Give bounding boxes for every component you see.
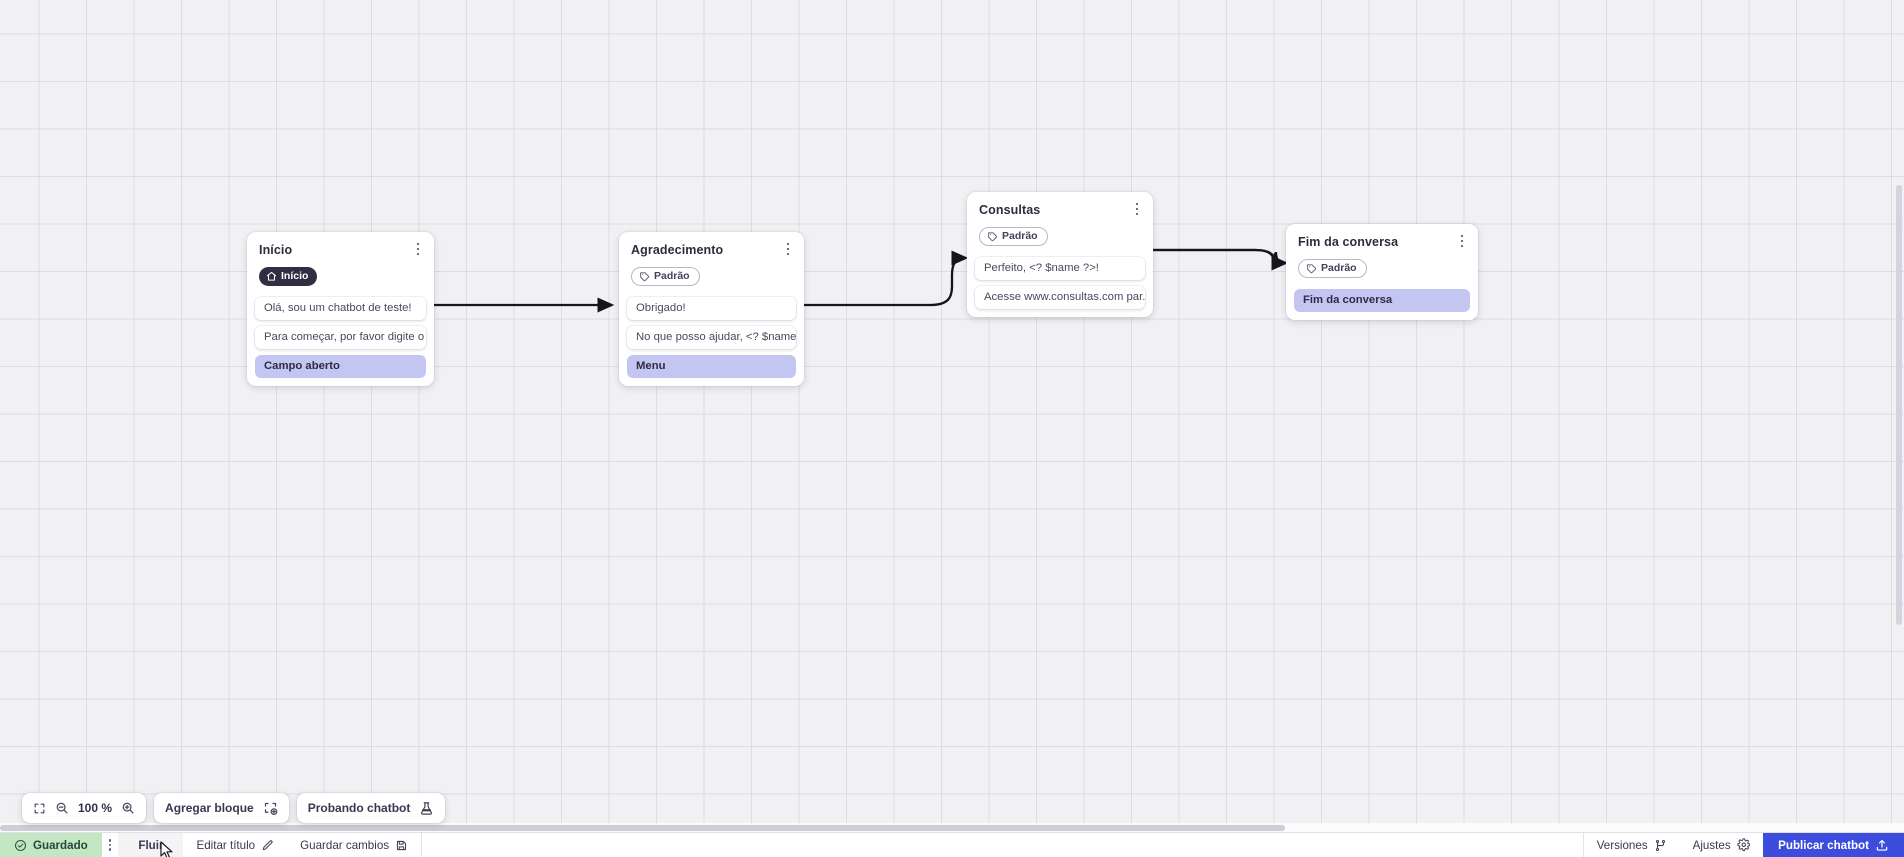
node-badge-padrao[interactable]: Padrão bbox=[631, 267, 700, 286]
versions-button[interactable]: Versiones bbox=[1584, 833, 1680, 857]
vertical-dots-icon bbox=[108, 838, 112, 852]
node-rows: Fim da conversa bbox=[1286, 289, 1478, 320]
node-menu-button[interactable] bbox=[411, 241, 425, 257]
statusbar-divider bbox=[421, 833, 423, 857]
versions-label: Versiones bbox=[1596, 838, 1648, 852]
check-circle-icon bbox=[14, 839, 27, 851]
zoom-out-icon[interactable] bbox=[55, 801, 69, 815]
add-block-label: Agregar bloque bbox=[165, 801, 254, 815]
home-icon bbox=[266, 271, 277, 281]
edit-title-button[interactable]: Editar título bbox=[183, 833, 287, 857]
node-row-message[interactable]: Para começar, por favor digite o ... bbox=[255, 326, 426, 349]
tab-fluir-label: Fluir bbox=[138, 838, 164, 852]
edit-title-label: Editar título bbox=[196, 838, 256, 852]
node-inicio[interactable]: Início Início Olá, sou um chatbot de tes… bbox=[247, 232, 434, 386]
node-rows: Obrigado! No que posso ajudar, <? $name … bbox=[619, 297, 804, 386]
node-row-action[interactable]: Campo aberto bbox=[255, 355, 426, 378]
branch-icon bbox=[1655, 839, 1665, 851]
node-badge-label: Início bbox=[281, 270, 309, 283]
zoom-level-label: 100 % bbox=[78, 801, 113, 815]
publish-chatbot-button[interactable]: Publicar chatbot bbox=[1763, 833, 1904, 857]
save-changes-button[interactable]: Guardar cambios bbox=[287, 833, 421, 857]
node-badge-label: Padrão bbox=[1002, 230, 1038, 243]
zoom-in-icon[interactable] bbox=[121, 801, 135, 815]
node-badge-padrao[interactable]: Padrão bbox=[1298, 259, 1367, 278]
node-agradecimento[interactable]: Agradecimento Padrão Obrigado! No que po… bbox=[619, 232, 804, 386]
gear-icon bbox=[1736, 838, 1750, 852]
canvas-toolbar: 100 % Agregar bloque Probando chatbot bbox=[22, 793, 446, 823]
flask-icon bbox=[419, 801, 434, 816]
edge-consultas-to-fim-tail bbox=[1152, 248, 1289, 271]
node-consultas[interactable]: Consultas Padrão Perfeito, <? $name ?>! … bbox=[967, 192, 1153, 317]
node-badge-label: Padrão bbox=[1321, 262, 1357, 275]
statusbar-divider bbox=[1582, 833, 1584, 857]
node-fim-da-conversa[interactable]: Fim da conversa Padrão Fim da conversa bbox=[1286, 224, 1478, 320]
publish-chatbot-label: Publicar chatbot bbox=[1778, 838, 1869, 852]
tab-fluir[interactable]: Fluir bbox=[118, 833, 184, 857]
node-header: Consultas Padrão bbox=[967, 192, 1153, 257]
node-row-message[interactable]: No que posso ajudar, <? $name ... bbox=[627, 326, 796, 349]
node-row-message[interactable]: Obrigado! bbox=[627, 297, 796, 320]
node-rows: Olá, sou um chatbot de teste! Para começ… bbox=[247, 297, 434, 386]
tag-icon bbox=[988, 232, 998, 242]
node-badge-padrao[interactable]: Padrão bbox=[979, 227, 1048, 246]
node-menu-button[interactable] bbox=[1130, 201, 1144, 217]
upload-icon bbox=[1876, 839, 1888, 851]
node-title: Agradecimento bbox=[631, 243, 724, 257]
fit-screen-icon[interactable] bbox=[33, 802, 46, 815]
edge-agradecimento-to-consultas bbox=[803, 250, 969, 307]
save-icon bbox=[397, 840, 407, 850]
status-bar: Guardado Fluir Editar título Guardar cam… bbox=[0, 832, 1904, 857]
node-menu-button[interactable] bbox=[781, 241, 795, 257]
add-block-button[interactable]: Agregar bloque bbox=[154, 793, 289, 823]
tag-icon bbox=[1307, 264, 1317, 274]
statusbar-menu-button[interactable] bbox=[102, 833, 119, 857]
saved-status-label: Guardado bbox=[33, 838, 88, 852]
saved-status-badge: Guardado bbox=[0, 833, 102, 857]
node-title: Fim da conversa bbox=[1298, 235, 1399, 249]
node-header: Início Início bbox=[247, 232, 434, 297]
node-row-action[interactable]: Menu bbox=[627, 355, 796, 378]
settings-button[interactable]: Ajustes bbox=[1680, 833, 1764, 857]
node-title: Início bbox=[259, 243, 293, 257]
node-header: Agradecimento Padrão bbox=[619, 232, 804, 297]
edge-consultas-to-fim bbox=[1152, 248, 1284, 267]
node-header: Fim da conversa Padrão bbox=[1286, 224, 1478, 289]
node-row-message[interactable]: Perfeito, <? $name ?>! bbox=[975, 257, 1145, 280]
tag-icon bbox=[640, 272, 650, 282]
pencil-icon bbox=[262, 839, 273, 850]
save-changes-label: Guardar cambios bbox=[300, 838, 390, 852]
vertical-scrollbar-thumb[interactable] bbox=[1896, 185, 1902, 625]
flow-canvas[interactable]: Início Início Olá, sou um chatbot de tes… bbox=[0, 0, 1904, 832]
node-badge-inicio[interactable]: Início bbox=[259, 267, 318, 286]
horizontal-scrollbar[interactable] bbox=[0, 823, 1904, 832]
node-menu-button[interactable] bbox=[1455, 233, 1469, 249]
add-block-icon bbox=[263, 801, 278, 816]
node-title: Consultas bbox=[979, 203, 1041, 217]
horizontal-scrollbar-thumb[interactable] bbox=[0, 825, 1285, 831]
node-row-message[interactable]: Olá, sou um chatbot de teste! bbox=[255, 297, 426, 320]
node-row-action[interactable]: Fim da conversa bbox=[1294, 289, 1470, 312]
node-row-message[interactable]: Acesse www.consultas.com par... bbox=[975, 286, 1145, 309]
connector-layer bbox=[434, 248, 1289, 313]
statusbar-spacer bbox=[422, 833, 1583, 857]
test-chatbot-label: Probando chatbot bbox=[307, 801, 411, 815]
vertical-scrollbar[interactable] bbox=[1895, 0, 1904, 832]
node-badge-label: Padrão bbox=[654, 270, 690, 283]
node-rows: Perfeito, <? $name ?>! Acesse www.consul… bbox=[967, 257, 1153, 317]
test-chatbot-button[interactable]: Probando chatbot bbox=[296, 793, 446, 823]
zoom-controls: 100 % bbox=[22, 793, 147, 823]
settings-label: Ajustes bbox=[1692, 838, 1731, 852]
